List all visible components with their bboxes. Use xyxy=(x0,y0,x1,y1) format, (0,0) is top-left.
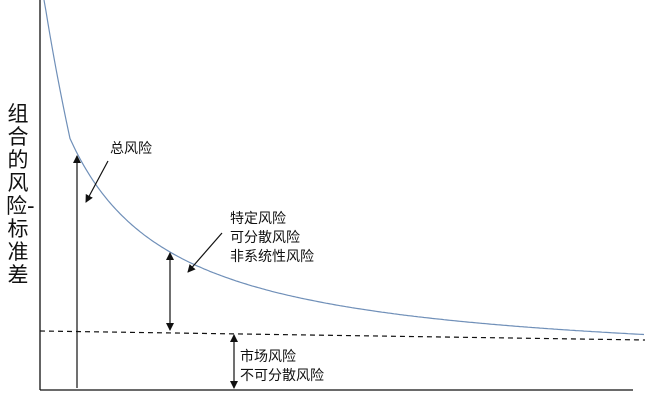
total-risk-curve xyxy=(43,0,645,336)
market-risk-label-1: 市场风险 xyxy=(240,349,296,365)
market-risk-label-2: 不可分散风险 xyxy=(240,368,324,384)
specific-risk-label-2: 可分散风险 xyxy=(230,230,300,246)
specific-risk-label-1: 特定风险 xyxy=(230,211,286,227)
specific-risk-label-3: 非系统性风险 xyxy=(230,249,314,265)
total-risk-label: 总风险 xyxy=(110,141,152,157)
specific-risk-pointer xyxy=(187,232,223,273)
total-risk-pointer xyxy=(85,160,109,203)
y-axis-label: 组合的风险-标准差 xyxy=(6,102,35,287)
market-risk-dashed-line xyxy=(39,330,646,341)
